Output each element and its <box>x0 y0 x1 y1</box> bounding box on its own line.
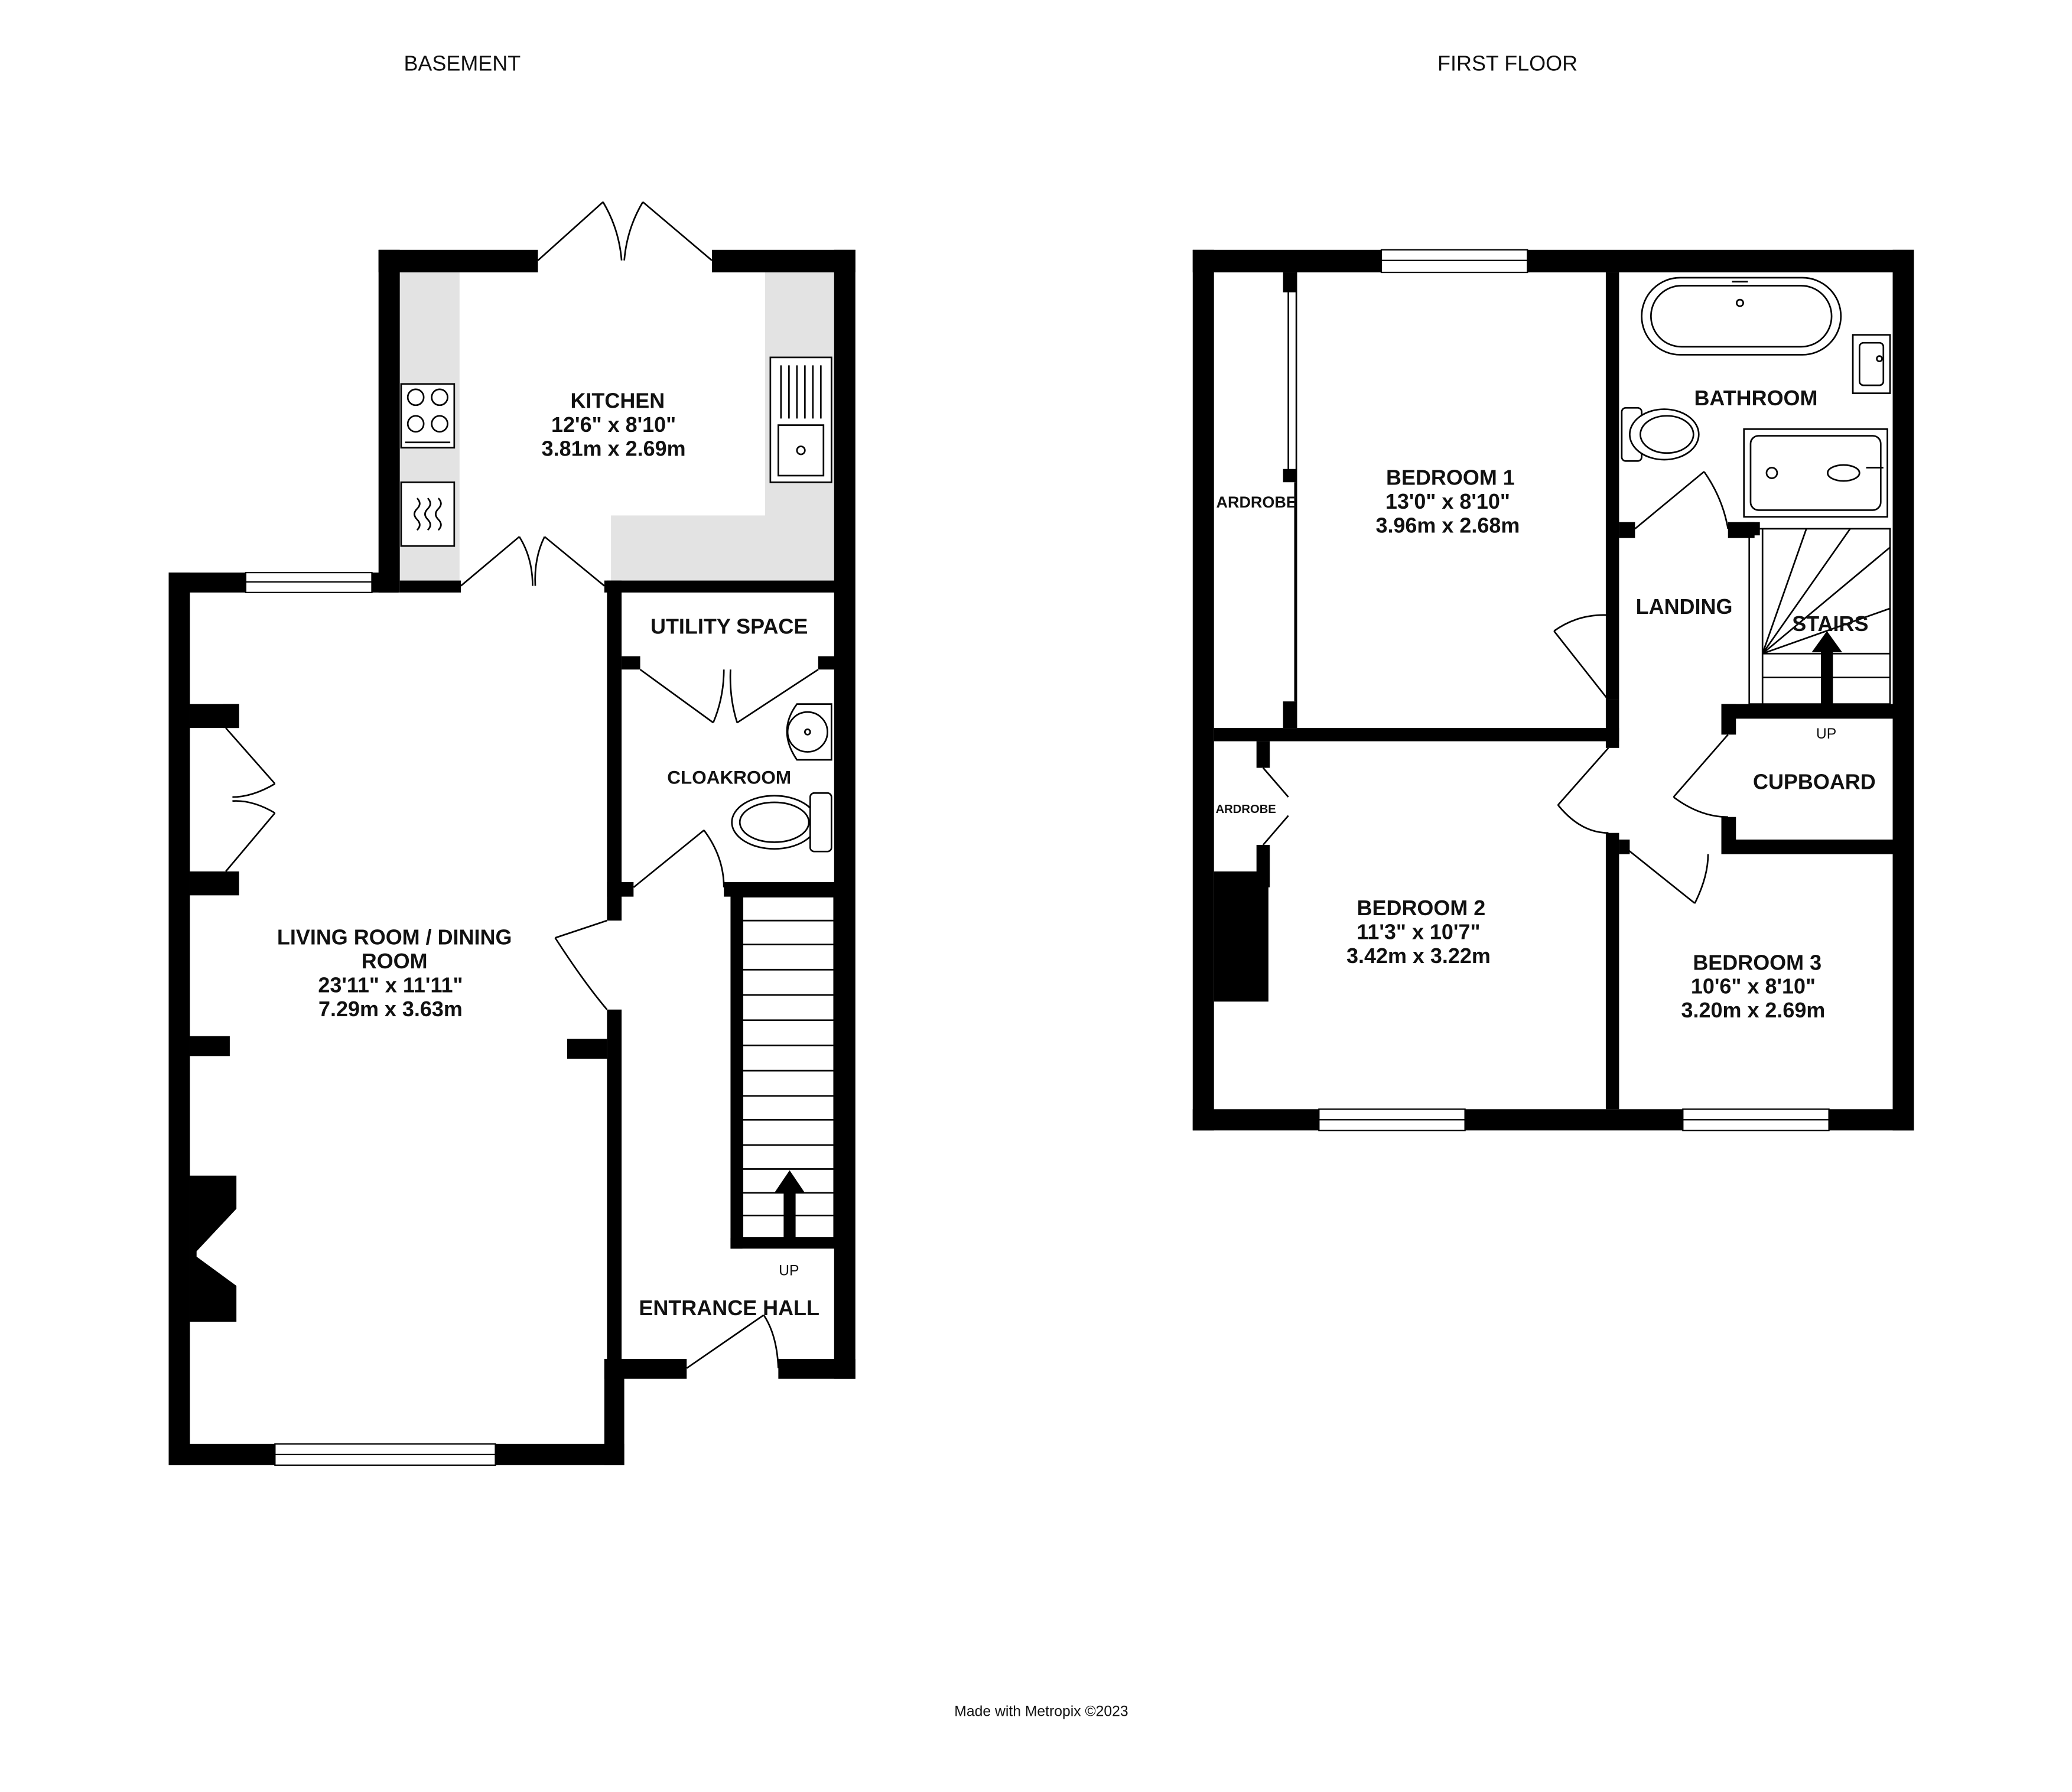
toilet-icon <box>731 792 832 853</box>
kitchen-size-imperial: 12'6" x 8'10" <box>551 412 676 437</box>
wardrobe2-label: ARDROBE <box>1216 803 1276 816</box>
first-floor-stairs-arrow-icon <box>1811 631 1843 707</box>
hob-icon <box>400 383 456 449</box>
living-room-label-line1: LIVING ROOM / DINING <box>277 925 512 949</box>
kitchen-label: KITCHEN <box>570 388 665 412</box>
living-room-label-line2: ROOM <box>362 949 428 973</box>
microwave-icon <box>400 481 456 547</box>
bedroom3-size-metric: 3.20m x 2.69m <box>1681 998 1826 1022</box>
bath-icon <box>1641 277 1842 356</box>
first-floor-title: FIRST FLOOR <box>1437 51 1577 75</box>
landing-label: LANDING <box>1636 594 1733 619</box>
first-floor-stairs-up-label: UP <box>1816 726 1836 742</box>
bedroom2-label: BEDROOM 2 <box>1357 896 1486 920</box>
cloakroom-label: CLOAKROOM <box>667 767 791 788</box>
bedroom1-size-metric: 3.96m x 2.68m <box>1375 513 1520 538</box>
metropix-credit: Made with Metropix ©2023 <box>954 1704 1128 1720</box>
basement-plan: KITCHEN 12'6" x 8'10" 3.81m x 2.69m UTIL… <box>168 201 856 1466</box>
bedroom1-size-imperial: 13'0" x 8'10" <box>1385 489 1510 513</box>
living-room-size-metric: 7.29m x 3.63m <box>318 997 463 1021</box>
first-floor-plan: BATHROOM BEDROOM 1 13'0" x 8'10" 3.96m x… <box>1192 249 1914 1131</box>
stairs-label: STAIRS <box>1792 612 1868 636</box>
bedroom2-size-metric: 3.42m x 3.22m <box>1346 944 1491 968</box>
first-floor-windows <box>1318 249 1830 1131</box>
basin-icon <box>786 703 832 761</box>
first-floor-doors <box>1262 471 1729 904</box>
sink-icon <box>769 356 832 483</box>
bedroom3-size-imperial: 10'6" x 8'10" <box>1691 974 1816 999</box>
wardrobe1-label: ARDROBE <box>1216 493 1297 511</box>
entrance-hall-label: ENTRANCE HALL <box>639 1296 819 1320</box>
wardrobe-rails <box>1287 272 1297 728</box>
bedroom2-size-imperial: 11'3" x 10'7" <box>1357 920 1480 944</box>
kitchen-size-metric: 3.81m x 2.69m <box>542 436 686 460</box>
utility-space-label: UTILITY SPACE <box>650 614 808 639</box>
cupboard-label: CUPBOARD <box>1753 770 1876 794</box>
bathroom-toilet-icon <box>1621 406 1700 462</box>
basement-stairs-arrow-icon <box>774 1170 805 1241</box>
living-room-size-imperial: 23'11" x 11'11" <box>318 973 463 997</box>
bedroom3-label: BEDROOM 3 <box>1693 950 1821 974</box>
first-floor-walls <box>1192 249 1914 1131</box>
bedroom1-label: BEDROOM 1 <box>1386 466 1515 490</box>
basement-walls <box>168 249 856 1465</box>
basement-doors <box>225 201 819 1369</box>
shower-icon <box>1743 428 1888 518</box>
bathroom-basin-icon <box>1852 334 1891 394</box>
basement-title: BASEMENT <box>404 51 521 75</box>
basement-stairs-up-label: UP <box>779 1263 799 1279</box>
basement-windows <box>245 571 496 1466</box>
bathroom-label: BATHROOM <box>1694 386 1817 410</box>
